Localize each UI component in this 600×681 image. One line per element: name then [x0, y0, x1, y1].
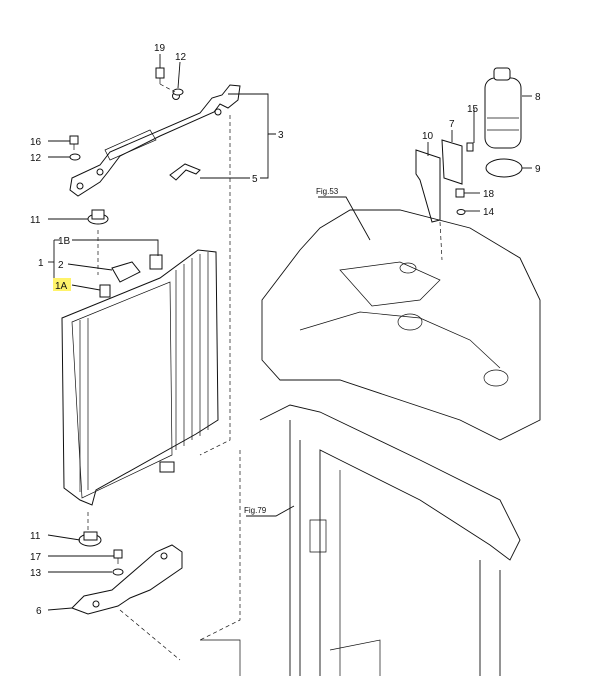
tank-bracket-7-part [441, 139, 463, 185]
upper-bracket-part [69, 84, 241, 197]
tank-bracket-10-part [415, 149, 441, 223]
callout-12-top: 12 [175, 52, 187, 63]
fig53-housing-outline [261, 209, 541, 441]
callout-5: 5 [252, 174, 258, 185]
radiator-part [61, 249, 219, 506]
fig79-frame-outline [200, 404, 521, 676]
callout-11-bottom: 11 [30, 531, 41, 542]
callout-19: 19 [154, 43, 166, 54]
tank-band-part [485, 158, 523, 178]
cushion-11-top-part [87, 209, 109, 225]
callout-13: 13 [30, 568, 42, 579]
callout-8: 8 [535, 92, 541, 103]
callout-18: 18 [483, 189, 495, 200]
cushion-11-bottom-part [78, 531, 102, 547]
bolt-19-part [155, 67, 165, 84]
callouts: 19 12 3 5 16 12 11 1B 1 2 1A 8 15 10 7 9… [30, 43, 541, 617]
washer-13-part [112, 568, 124, 576]
washer-14-part [456, 209, 466, 215]
bolt-17-part [113, 549, 123, 564]
callout-1A-highlight [53, 278, 71, 291]
figure-ref-53: Fig.53 [316, 187, 339, 196]
callout-3: 3 [278, 130, 284, 141]
washer-12-part [172, 88, 184, 96]
bolt-16-part [69, 135, 79, 150]
callout-12-left: 12 [30, 153, 42, 164]
callout-16: 16 [30, 137, 42, 148]
bolt-18-part [455, 188, 465, 198]
callout-9: 9 [535, 164, 541, 175]
callout-14: 14 [483, 207, 495, 218]
callout-2: 2 [58, 260, 64, 271]
leader-lines [47, 54, 532, 611]
callout-17: 17 [30, 552, 42, 563]
bolt-15-part [466, 142, 474, 152]
callout-7: 7 [449, 119, 455, 130]
callout-1: 1 [38, 258, 44, 269]
reserve-tank-part [484, 67, 522, 149]
callout-11-top: 11 [30, 215, 41, 226]
washer-12b-part [69, 153, 81, 161]
callout-1B: 1B [58, 236, 71, 247]
lower-bracket-part [71, 544, 183, 615]
hose-5-part [169, 163, 201, 181]
callout-10: 10 [422, 131, 434, 142]
figure-ref-79: Fig.79 [244, 506, 267, 515]
callout-6: 6 [36, 606, 42, 617]
callout-15: 15 [467, 104, 479, 115]
callout-1A: 1A [55, 281, 68, 292]
alignment-lines [87, 83, 443, 661]
